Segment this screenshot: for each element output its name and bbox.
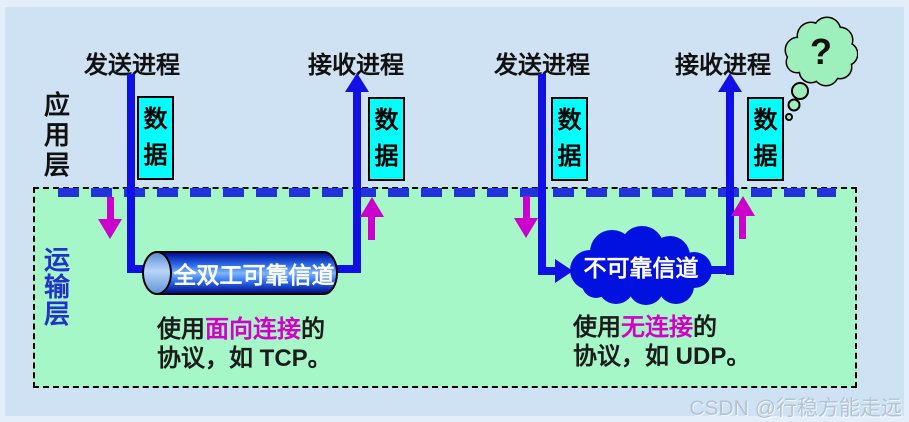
udp-channel-label: 不可靠信道	[583, 255, 699, 281]
tcp-send-line-horizontal	[127, 265, 154, 273]
tcp-channel-label: 全双工可靠信道	[173, 262, 335, 288]
data-box-label: 数据	[143, 106, 168, 169]
tcp-description: 使用面向连接的 协议，如 TCP。	[157, 315, 332, 373]
thought-bubble: ?	[778, 14, 859, 128]
udp-desc-highlight: 无连接	[621, 314, 693, 341]
data-box-label: 数据	[753, 107, 778, 170]
udp-down-arrow-shaft	[523, 196, 530, 221]
udp-description: 使用无连接的 协议，如 UDP。	[573, 313, 750, 371]
tcp-up-arrow-icon	[360, 197, 384, 217]
tcp-send-line-vertical	[127, 74, 135, 273]
tcp-send-data-box: 数据	[137, 96, 174, 180]
thought-bubble-icon: ?	[784, 16, 859, 121]
tcp-receive-line-vertical	[353, 90, 361, 273]
tcp-desc-post: 的	[301, 316, 325, 343]
edge-strip-top	[0, 0, 909, 7]
udp-up-arrow-icon	[731, 196, 755, 216]
edge-strip-left	[0, 0, 5, 422]
tcp-desc-pre: 使用	[157, 316, 205, 343]
udp-desc-post: 的	[693, 314, 717, 341]
transport-layer-label: 运输层	[43, 245, 70, 329]
tcp-down-arrow-shaft	[107, 197, 114, 222]
udp-send-line-vertical	[538, 74, 546, 275]
udp-up-arrow-shaft	[739, 214, 746, 239]
tcp-description-line1: 使用面向连接的	[157, 315, 332, 344]
tcp-down-arrow-icon	[98, 219, 122, 239]
tcp-receive-arrowhead-icon	[345, 73, 369, 92]
data-box-label: 数据	[374, 107, 399, 170]
layer-boundary-dashed-line	[58, 188, 836, 197]
udp-send-line-horizontal	[538, 267, 557, 275]
tcp-desc-highlight: 面向连接	[205, 316, 301, 343]
udp-send-data-box: 数据	[551, 97, 588, 181]
udp-send-arrowhead-icon	[555, 259, 573, 283]
udp-channel-cloud: 不可靠信道	[566, 226, 716, 306]
cylinder-body	[155, 251, 338, 295]
udp-desc-pre: 使用	[573, 314, 621, 341]
edge-strip-right	[904, 0, 909, 422]
data-box-label: 数据	[557, 107, 582, 170]
tcp-channel-cylinder: 全双工可靠信道	[142, 251, 340, 295]
cylinder-cap	[142, 251, 172, 295]
tcp-description-line2: 协议，如 TCP。	[157, 345, 332, 372]
udp-description-line1: 使用无连接的	[573, 313, 750, 342]
tcp-up-arrow-shaft	[368, 215, 375, 240]
udp-receive-arrowhead-icon	[718, 73, 742, 92]
watermark: CSDN @行稳方能走远	[689, 397, 902, 420]
udp-description-line2: 协议，如 UDP。	[573, 343, 751, 370]
application-layer-label: 应用层	[43, 90, 70, 180]
question-mark: ?	[810, 31, 832, 72]
udp-receive-line-vertical	[726, 90, 734, 275]
tcp-receive-line-horizontal	[330, 265, 361, 273]
tcp-receive-data-box: 数据	[368, 97, 405, 181]
udp-receive-line-horizontal	[700, 266, 734, 274]
udp-receive-data-box: 数据	[747, 97, 784, 181]
cloud-icon	[570, 226, 712, 305]
udp-down-arrow-icon	[514, 218, 538, 238]
edge-strip-bottom	[0, 416, 909, 422]
